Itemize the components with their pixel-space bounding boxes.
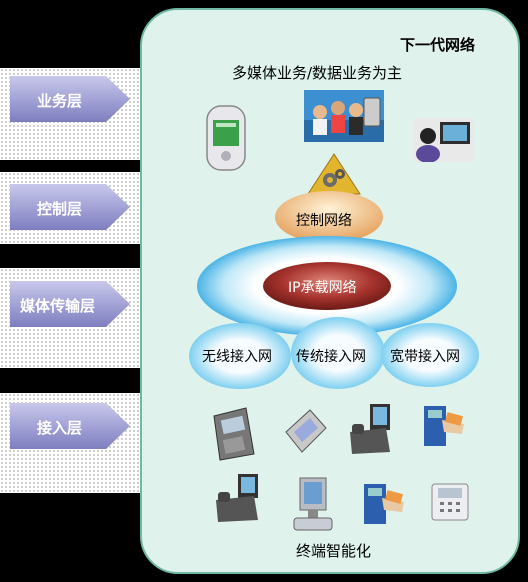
traditional-access-label: 传统接入网 [296, 349, 366, 365]
layer-arrow-media [10, 281, 130, 327]
card-terminal-2-icon [364, 484, 404, 524]
people-group-photo-icon [304, 90, 384, 142]
pda-phone-icon [206, 105, 246, 171]
layer-label-control: 控制层 [37, 200, 83, 218]
ip-phone-icon [431, 483, 469, 521]
layer-label-media: 媒体传输层 [20, 297, 96, 315]
ip-network-cloud [197, 236, 457, 336]
wireless-access-label: 无线接入网 [202, 349, 272, 365]
pocket-pc-icon [285, 409, 327, 453]
diagram-subtitle: 多媒体业务/数据业务为主 [232, 64, 403, 82]
desk-phone-icon [213, 407, 255, 461]
video-kiosk-icon [293, 477, 333, 531]
control-network-label: 控制网络 [296, 213, 352, 229]
wireless-access-node [189, 323, 291, 389]
video-phone-icon [350, 404, 390, 454]
diagram-title: 下一代网络 [400, 36, 476, 54]
layer-label-access: 接入层 [37, 419, 83, 437]
layer-label-service: 业务层 [37, 92, 83, 110]
traditional-access-node [291, 317, 385, 389]
broadband-access-node [381, 323, 479, 387]
video-call-user-icon [414, 118, 474, 162]
broadband-access-label: 宽带接入网 [390, 349, 460, 365]
control-network-node [275, 191, 383, 243]
terminal-intelligence-label: 终端智能化 [296, 542, 372, 560]
layer-arrow-control [10, 184, 130, 230]
layer-arrow-service [10, 76, 130, 122]
video-phone-2-icon [216, 474, 258, 522]
ip-network-label: IP承载网络 [288, 280, 357, 296]
card-terminal-icon [424, 406, 464, 446]
layer-arrow-access [10, 403, 130, 449]
